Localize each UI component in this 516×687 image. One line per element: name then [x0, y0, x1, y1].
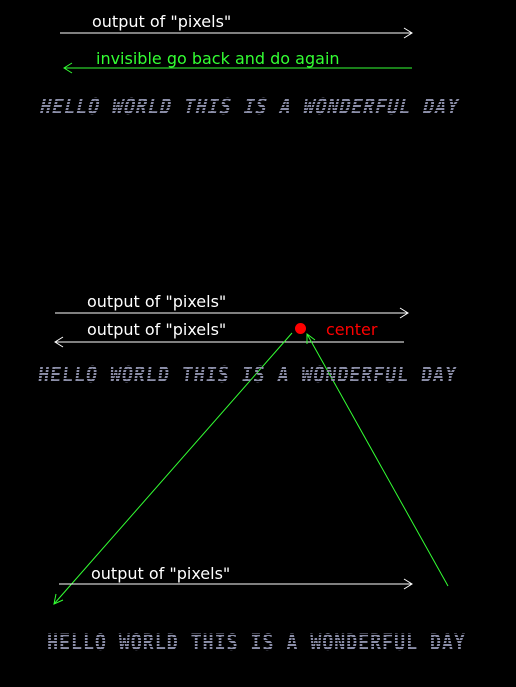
arrow-diagonal-up-right [306, 333, 449, 587]
label-invisible-back: invisible go back and do again [96, 49, 340, 68]
label-output-top: output of "pixels" [92, 12, 232, 31]
arrow-left-middle [54, 336, 404, 348]
center-dot [295, 323, 306, 334]
arrow-right-top [60, 27, 413, 39]
banner-text-top: HELLO WORLD THIS IS A WONDERFUL DAY [37, 95, 462, 120]
label-center: center [326, 320, 378, 339]
arrow-right-bottom [59, 578, 413, 590]
arrow-right-middle [55, 307, 409, 319]
banner-text-middle: HELLO WORLD THIS IS A WONDERFUL DAY [36, 363, 459, 388]
banner-text-bottom: HELLO WORLD THIS IS A WONDERFUL DAY [47, 631, 466, 656]
label-output-middle-2: output of "pixels" [87, 320, 227, 339]
label-output-middle-1: output of "pixels" [87, 292, 227, 311]
arrow-left-back [63, 62, 412, 74]
arrow-diagonal-down-left [53, 332, 293, 605]
label-output-bottom: output of "pixels" [91, 564, 231, 583]
